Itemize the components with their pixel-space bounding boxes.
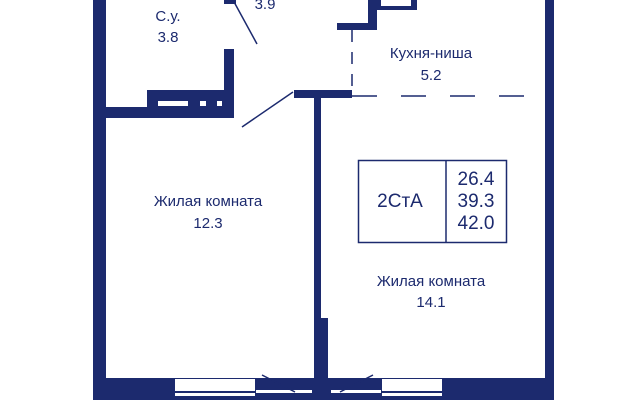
room-living-1-area: 12.3 bbox=[193, 215, 223, 232]
kitchen-step-wall bbox=[337, 23, 377, 30]
kitchen-step-vertical bbox=[368, 0, 377, 30]
total-area-with-balcony: 42.0 bbox=[457, 213, 495, 234]
balcony-door-swing-left bbox=[261, 374, 296, 393]
window-sill-left bbox=[175, 393, 255, 396]
window-right bbox=[382, 379, 442, 391]
room-bathroom-name: С.у. bbox=[155, 8, 181, 25]
bathroom-door-swing bbox=[232, 0, 258, 45]
room-living-1-name: Жилая комната bbox=[153, 193, 263, 210]
room-living-2-name: Жилая комната bbox=[376, 273, 486, 290]
room-hall-area: 3.9 bbox=[254, 0, 276, 13]
room-door-swing bbox=[241, 91, 294, 128]
balcony-door-right bbox=[331, 390, 381, 393]
total-area: 39.3 bbox=[457, 191, 495, 212]
central-horizontal-wall bbox=[294, 90, 352, 98]
balcony-door-swing-right bbox=[339, 374, 374, 393]
room-kitchen-name: Кухня-ниша bbox=[389, 45, 473, 62]
room-living-2-area: 14.1 bbox=[416, 294, 446, 311]
bathroom-right-wall bbox=[224, 49, 234, 118]
window-sill-right bbox=[382, 393, 442, 396]
apartment-type: 2СтА bbox=[377, 191, 423, 212]
central-vertical-wall bbox=[314, 98, 321, 400]
balcony-door-left bbox=[256, 390, 312, 393]
kitchen-shaft bbox=[381, 0, 411, 6]
info-box bbox=[357, 159, 508, 244]
bottom-outer-wall bbox=[93, 378, 554, 400]
bathroom-bottom-wall bbox=[106, 107, 234, 118]
room-bathroom-area: 3.8 bbox=[157, 29, 179, 46]
top-wall-stub bbox=[224, 0, 236, 4]
living-area: 26.4 bbox=[457, 169, 495, 190]
room-kitchen-area: 5.2 bbox=[420, 67, 442, 84]
bathroom-vent-slot bbox=[217, 101, 222, 106]
window-left bbox=[175, 379, 255, 391]
right-outer-wall bbox=[545, 0, 554, 400]
bathroom-vent-slot bbox=[200, 101, 206, 106]
left-outer-wall bbox=[93, 0, 106, 400]
bathroom-vent-slot bbox=[158, 101, 188, 106]
